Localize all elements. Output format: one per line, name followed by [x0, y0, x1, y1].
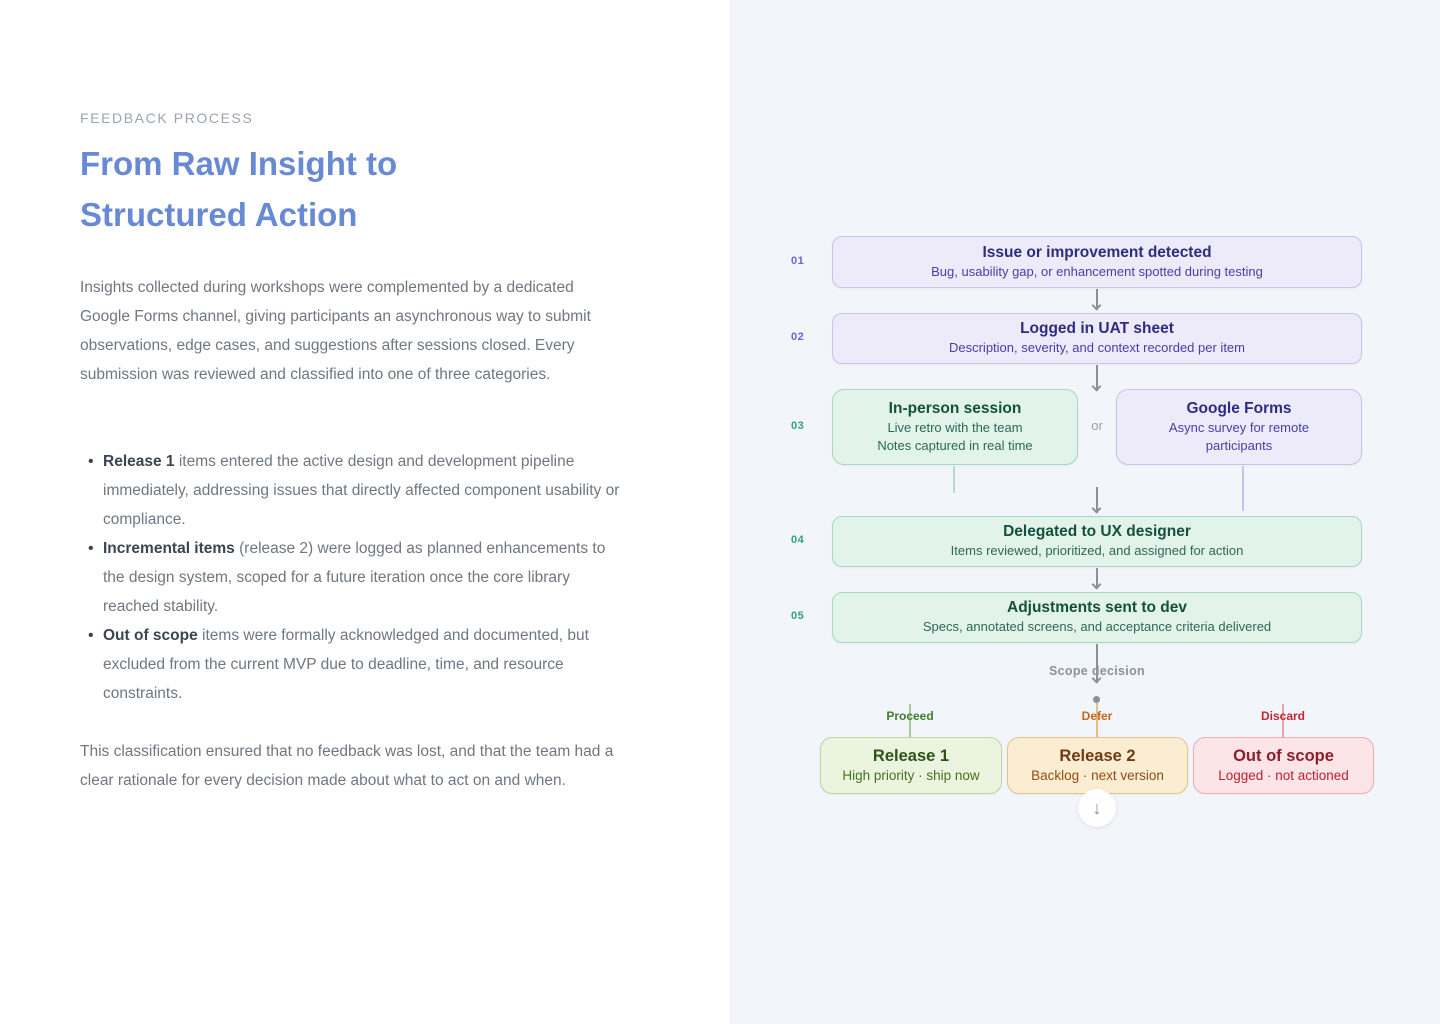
step-number-02: 02	[791, 331, 805, 343]
flow-box-title: In-person session	[888, 399, 1022, 417]
bullet-lead: Release 1	[103, 453, 175, 470]
list-item-out-of-scope: Out of scope items were formally acknowl…	[80, 621, 625, 708]
decision-subtitle: Backlog · next version	[1031, 767, 1164, 783]
flow-box-title: Issue or improvement detected	[982, 243, 1212, 261]
flow-box-title: Google Forms	[1186, 400, 1292, 417]
branch-label-defer: Defer	[1081, 709, 1113, 723]
flow-box-title: Adjustments sent to dev	[1007, 599, 1187, 617]
decision-title: Release 1	[872, 746, 950, 765]
list-item-release1: Release 1 items entered the active desig…	[80, 447, 625, 534]
flow-box-adjustments-dev: Adjustments sent to dev Specs, annotated…	[832, 592, 1362, 643]
down-arrow-icon: ↓	[1092, 797, 1102, 818]
step-number-04: 04	[791, 534, 805, 546]
step-number-03: 03	[791, 420, 805, 432]
bullet-text: items entered the active design and deve…	[103, 453, 620, 528]
flow-box-issue-detected: Issue or improvement detected Bug, usabi…	[832, 236, 1362, 288]
page-title: From Raw Insight to Structured Action	[80, 138, 600, 240]
bullet-text: (release 2) were logged as planned enhan…	[103, 540, 606, 615]
decision-subtitle: Logged · not actioned	[1218, 767, 1349, 783]
flow-box-line2: Notes captured in real time	[877, 438, 1033, 453]
outro-paragraph: This classification ensured that no feed…	[80, 743, 614, 789]
branch-line-discard	[1282, 704, 1284, 737]
connector-stub-right	[1242, 466, 1244, 511]
page-title-line1: From Raw Insight to	[80, 145, 398, 182]
decision-box-release-1: Release 1 High priority · ship now	[820, 737, 1002, 794]
eyebrow-label: FEEDBACK PROCESS	[80, 110, 254, 126]
scroll-more-button[interactable]: ↓	[1078, 789, 1116, 827]
left-panel: FEEDBACK PROCESS From Raw Insight to Str…	[0, 0, 730, 1024]
or-label: or	[1091, 418, 1103, 433]
classification-list: Release 1 items entered the active desig…	[80, 447, 625, 708]
flow-box-subtitle: Specs, annotated screens, and acceptance…	[922, 619, 1272, 635]
branch-label-proceed: Proceed	[886, 709, 934, 723]
flow-box-title: Logged in UAT sheet	[1020, 320, 1174, 338]
flow-panel	[730, 0, 1440, 1024]
flow-box-subtitle: Async survey for remote participants	[1168, 420, 1310, 453]
decision-box-out-of-scope: Out of scope Logged · not actioned	[1193, 737, 1374, 794]
flow-box-google-forms: Google Forms Async survey for remote par…	[1116, 389, 1362, 465]
branch-label-discard: Discard	[1260, 709, 1306, 723]
list-item-incremental: Incremental items (release 2) were logge…	[80, 534, 625, 621]
flow-box-title: Delegated to UX designer	[1003, 523, 1191, 541]
branch-line-defer	[1096, 703, 1098, 737]
flow-box-subtitle: Bug, usability gap, or enhancement spott…	[931, 263, 1263, 279]
flow-box-uat-sheet: Logged in UAT sheet Description, severit…	[832, 313, 1362, 364]
flow-box-subtitle: Description, severity, and context recor…	[948, 340, 1245, 356]
bullet-lead: Incremental items	[103, 540, 235, 557]
flow-box-delegated-ux: Delegated to UX designer Items reviewed,…	[832, 516, 1362, 567]
flow-box-in-person: In-person session Live retro with the te…	[832, 389, 1078, 465]
flow-box-line1: Live retro with the team	[887, 419, 1023, 435]
bullet-text: items were formally acknowledged and doc…	[103, 627, 589, 702]
decision-dot	[1093, 696, 1100, 703]
bullet-lead: Out of scope	[103, 627, 198, 644]
flow-box-subtitle: Items reviewed, prioritized, and assigne…	[950, 543, 1244, 559]
decision-box-release-2: Release 2 Backlog · next version	[1007, 737, 1188, 794]
branch-line-proceed	[909, 704, 911, 737]
intro-paragraph: Insights collected during workshops were…	[80, 279, 591, 383]
step-number-01: 01	[791, 255, 805, 267]
decision-title: Out of scope	[1233, 746, 1334, 765]
decision-subtitle: High priority · ship now	[842, 767, 980, 783]
connector-stub-left	[953, 466, 955, 493]
decision-title: Release 2	[1059, 746, 1136, 765]
step-number-05: 05	[791, 610, 805, 622]
scope-decision-label: Scope decision	[1049, 664, 1145, 678]
page-title-line2: Structured Action	[80, 196, 358, 233]
